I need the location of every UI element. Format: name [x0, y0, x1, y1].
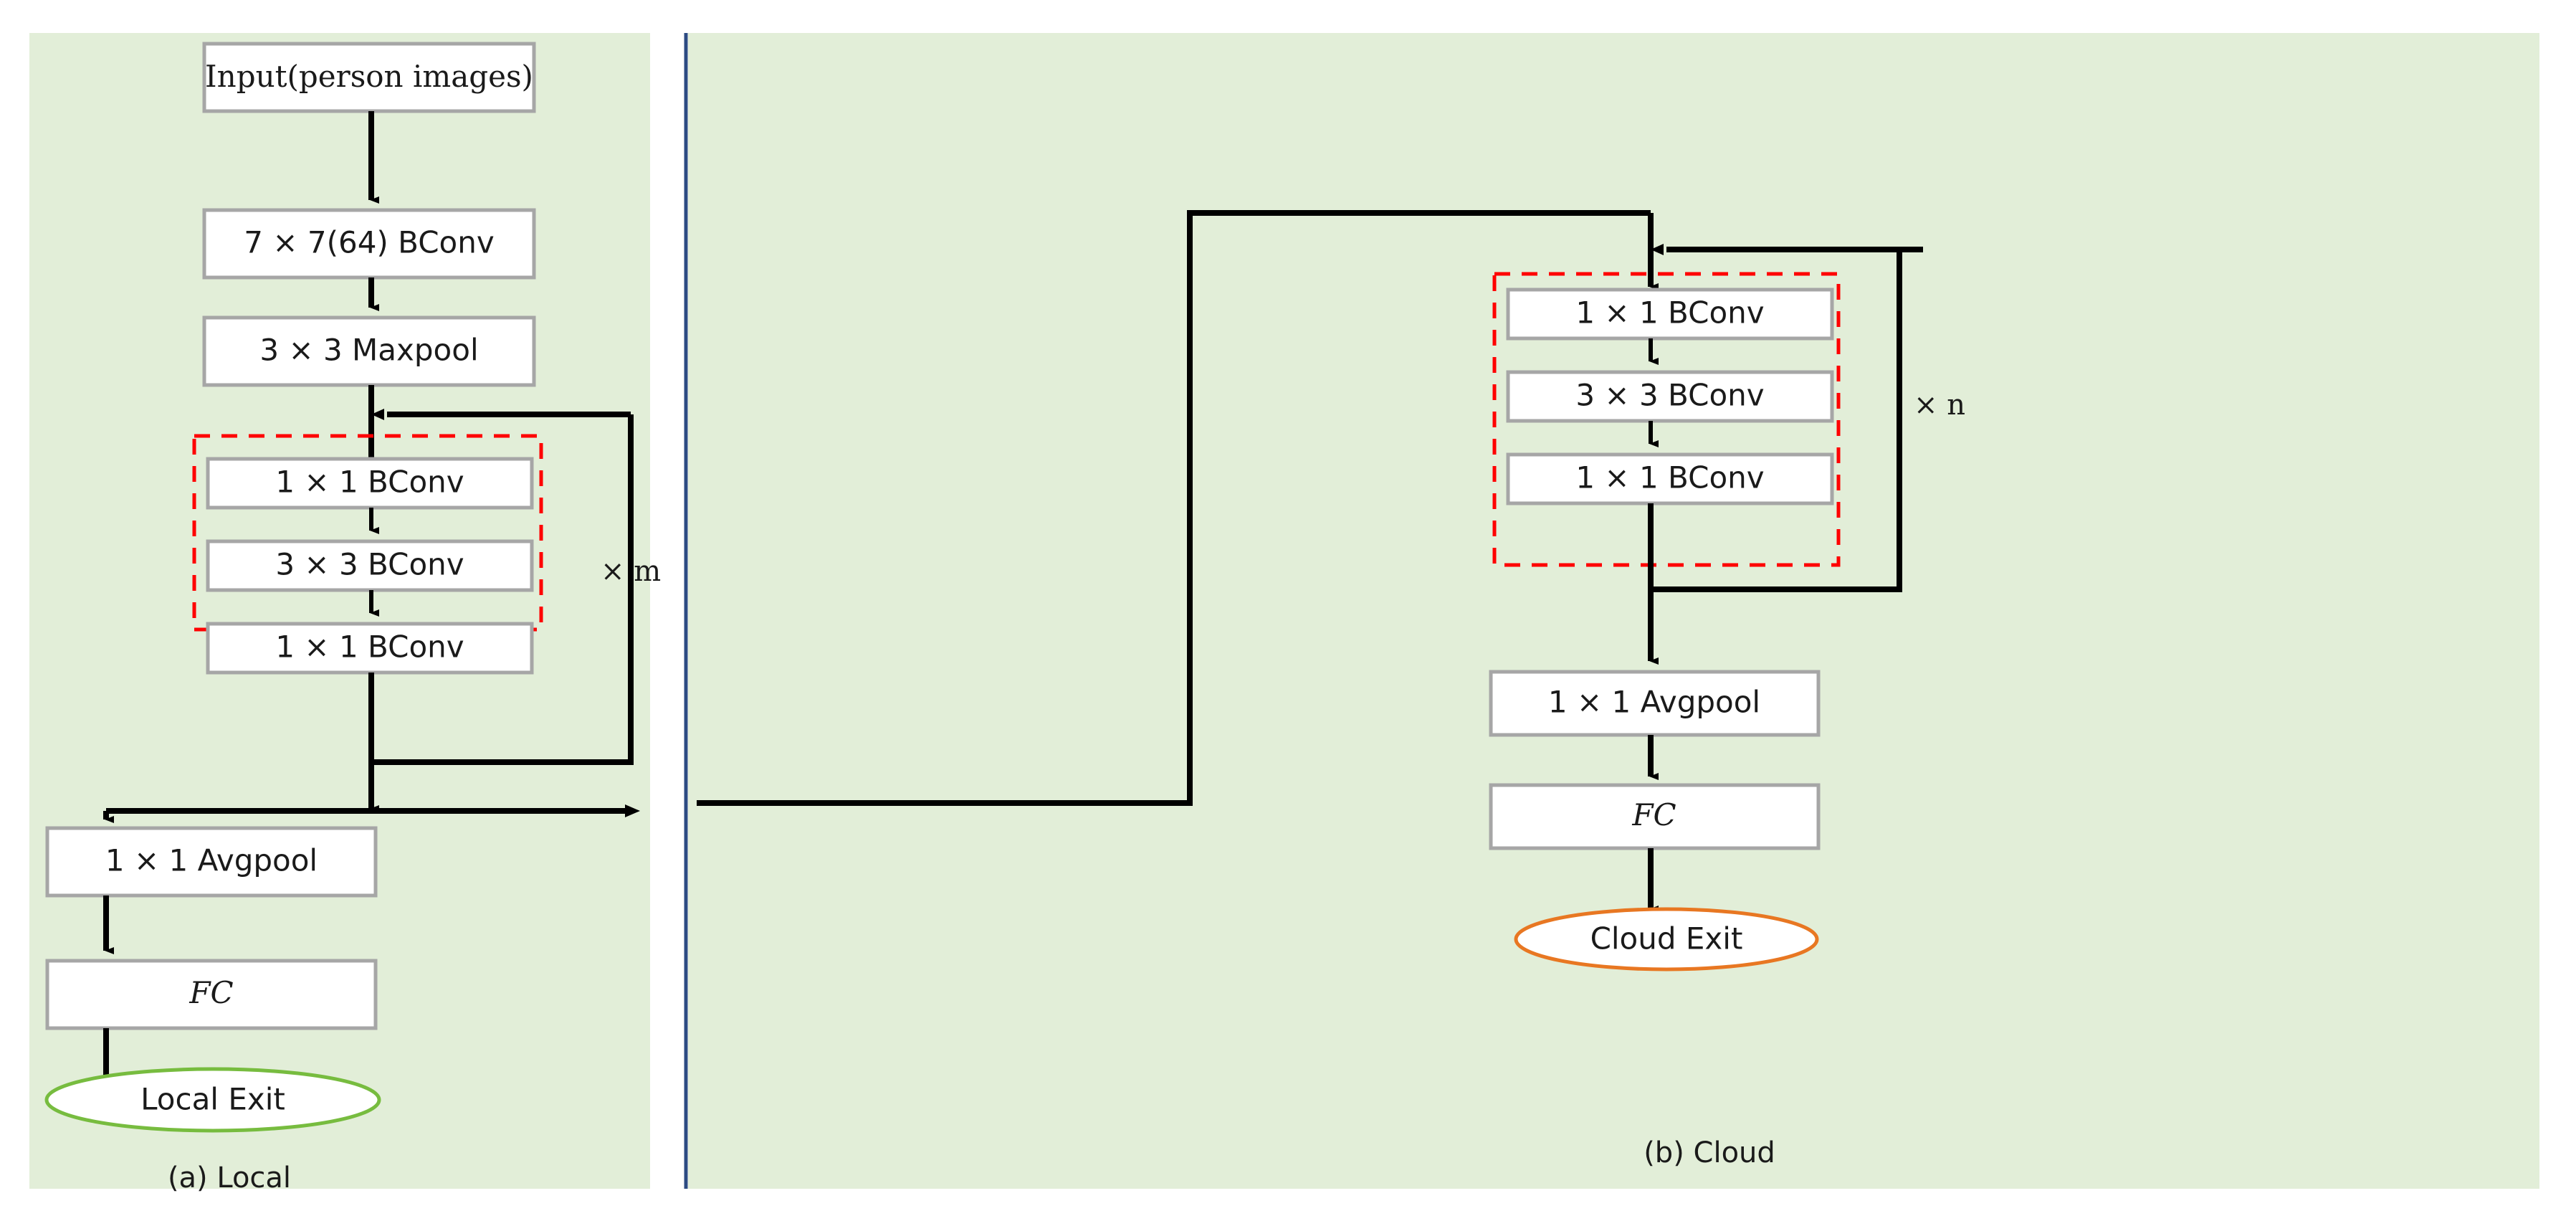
- node-cloud-block-conv3-label: 1 × 1 BConv: [1575, 460, 1764, 495]
- local-panel-caption: (a) Local: [168, 1162, 291, 1194]
- node-maxpool-label: 3 × 3 Maxpool: [259, 333, 478, 368]
- node-cloud-fc: [1489, 783, 1821, 850]
- node-cloud-fc-label: FC: [1631, 797, 1676, 832]
- arrow-head-loop-return-local: [371, 409, 384, 420]
- node-local-avgpool-label: 1 × 1 Avgpool: [105, 843, 318, 878]
- cloud-panel-caption: (b) Cloud: [1644, 1136, 1775, 1169]
- node-local-block-conv3: [206, 622, 534, 675]
- node-local-block-conv2-label: 3 × 3 BConv: [275, 547, 464, 582]
- edge-cloud-loop-riser: [1651, 250, 1902, 592]
- node-cloud-block-conv2: [1506, 370, 1834, 423]
- node-local-block-conv3-label: 1 × 1 BConv: [275, 630, 464, 665]
- node-local-fc: [45, 959, 378, 1030]
- node-input-label: Input(person images): [205, 59, 533, 94]
- node-input: [202, 42, 536, 113]
- edge-local-to-cloud-connector: [697, 210, 1651, 806]
- edge-local-loop-riser: [371, 414, 634, 765]
- node-local-exit-label: Local Exit: [140, 1082, 285, 1117]
- node-stem-conv-label: 7 × 7(64) BConv: [244, 225, 494, 260]
- node-cloud-block-conv1-label: 1 × 1 BConv: [1575, 295, 1764, 331]
- node-cloud-block-conv2-label: 3 × 3 BConv: [1575, 378, 1764, 413]
- node-maxpool: [202, 315, 536, 387]
- node-local-avgpool: [45, 826, 378, 898]
- node-local-block-conv1-label: 1 × 1 BConv: [275, 465, 464, 500]
- node-local-fc-label: FC: [189, 975, 233, 1010]
- cloud-residual-group-outline: [1492, 272, 1841, 567]
- node-cloud-block-conv1: [1506, 288, 1834, 341]
- local-repeat-label: × m: [601, 555, 661, 588]
- node-local-block-conv1: [206, 457, 534, 510]
- node-cloud-exit: [1514, 907, 1819, 972]
- node-cloud-avgpool: [1489, 670, 1821, 737]
- cloud-repeat-label: × n: [1914, 389, 1965, 422]
- node-cloud-block-conv3: [1506, 452, 1834, 505]
- arrow-head-loop-return-cloud: [1651, 244, 1664, 255]
- node-local-block-conv2: [206, 539, 534, 592]
- cloud-panel-background: [688, 33, 2539, 1189]
- node-local-exit: [44, 1067, 381, 1133]
- node-cloud-exit-label: Cloud Exit: [1590, 921, 1743, 956]
- node-cloud-avgpool-label: 1 × 1 Avgpool: [1548, 685, 1760, 720]
- arrow-head-local-branch-right: [625, 804, 640, 817]
